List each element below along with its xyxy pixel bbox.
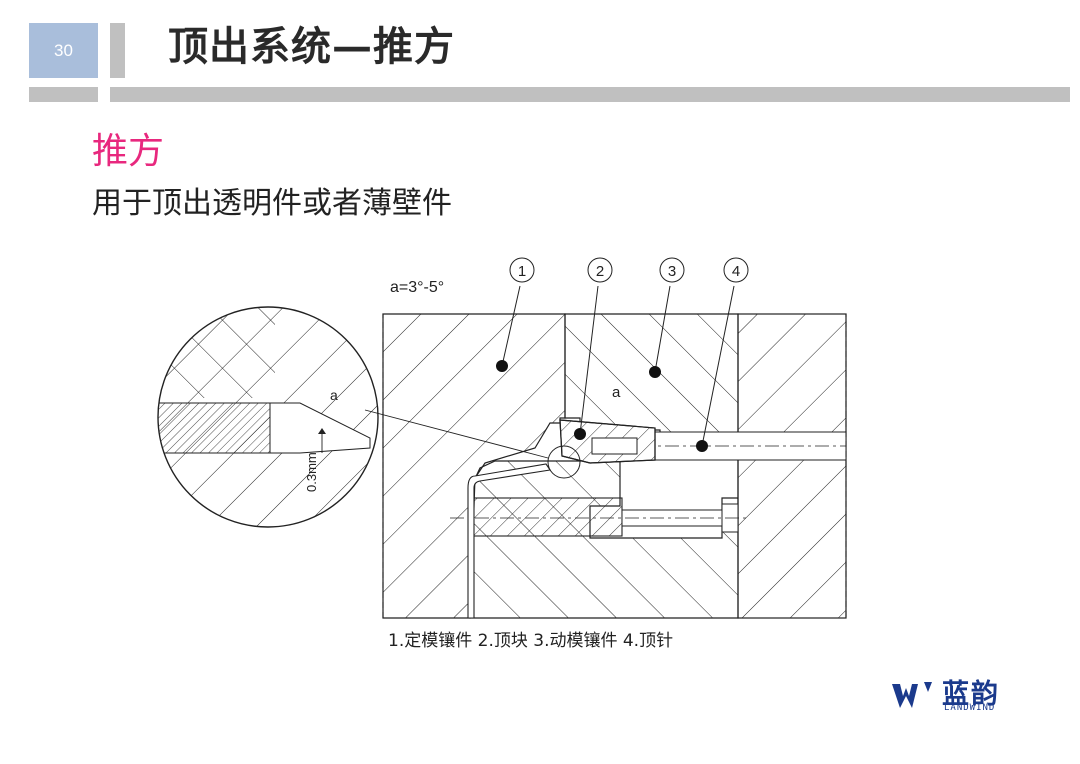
parts-legend: 1.定模镶件 2.顶块 3.动模镶件 4.顶针: [388, 630, 673, 651]
page-number-badge: 30: [29, 23, 98, 78]
landwind-logo-mark: [892, 682, 932, 708]
svg-text:2: 2: [596, 263, 604, 280]
header-rule-left: [29, 87, 98, 102]
callout-3: 3: [659, 257, 685, 283]
angle-note: a=3°-5°: [390, 279, 444, 296]
logo-latin: LANDWIND: [944, 703, 996, 713]
callout-leaders: [496, 285, 735, 452]
header-rule-right: [110, 87, 1070, 102]
svg-text:4: 4: [732, 263, 740, 280]
slide-title: 顶出系统—推方: [168, 23, 455, 70]
svg-text:3: 3: [668, 263, 676, 280]
callout-1: 1: [509, 257, 535, 283]
main-section: [382, 313, 847, 619]
callout-4: 4: [723, 257, 749, 283]
angle-label-main: a: [612, 384, 621, 401]
mold-cross-section-drawing: 1 2 3 4 a=3°-5° a a 0.3mm 1.定模镶件 2.顶块 3.…: [157, 257, 847, 651]
svg-text:1: 1: [518, 263, 526, 280]
dimension-label: 0.3mm: [304, 452, 319, 492]
section-description: 用于顶出透明件或者薄壁件: [92, 186, 452, 221]
header-bar-divider: [110, 23, 125, 78]
logo-name: 蓝韵: [942, 679, 1000, 710]
section-heading: 推方: [92, 131, 165, 172]
callout-2: 2: [587, 257, 613, 283]
angle-label-detail: a: [330, 387, 338, 403]
